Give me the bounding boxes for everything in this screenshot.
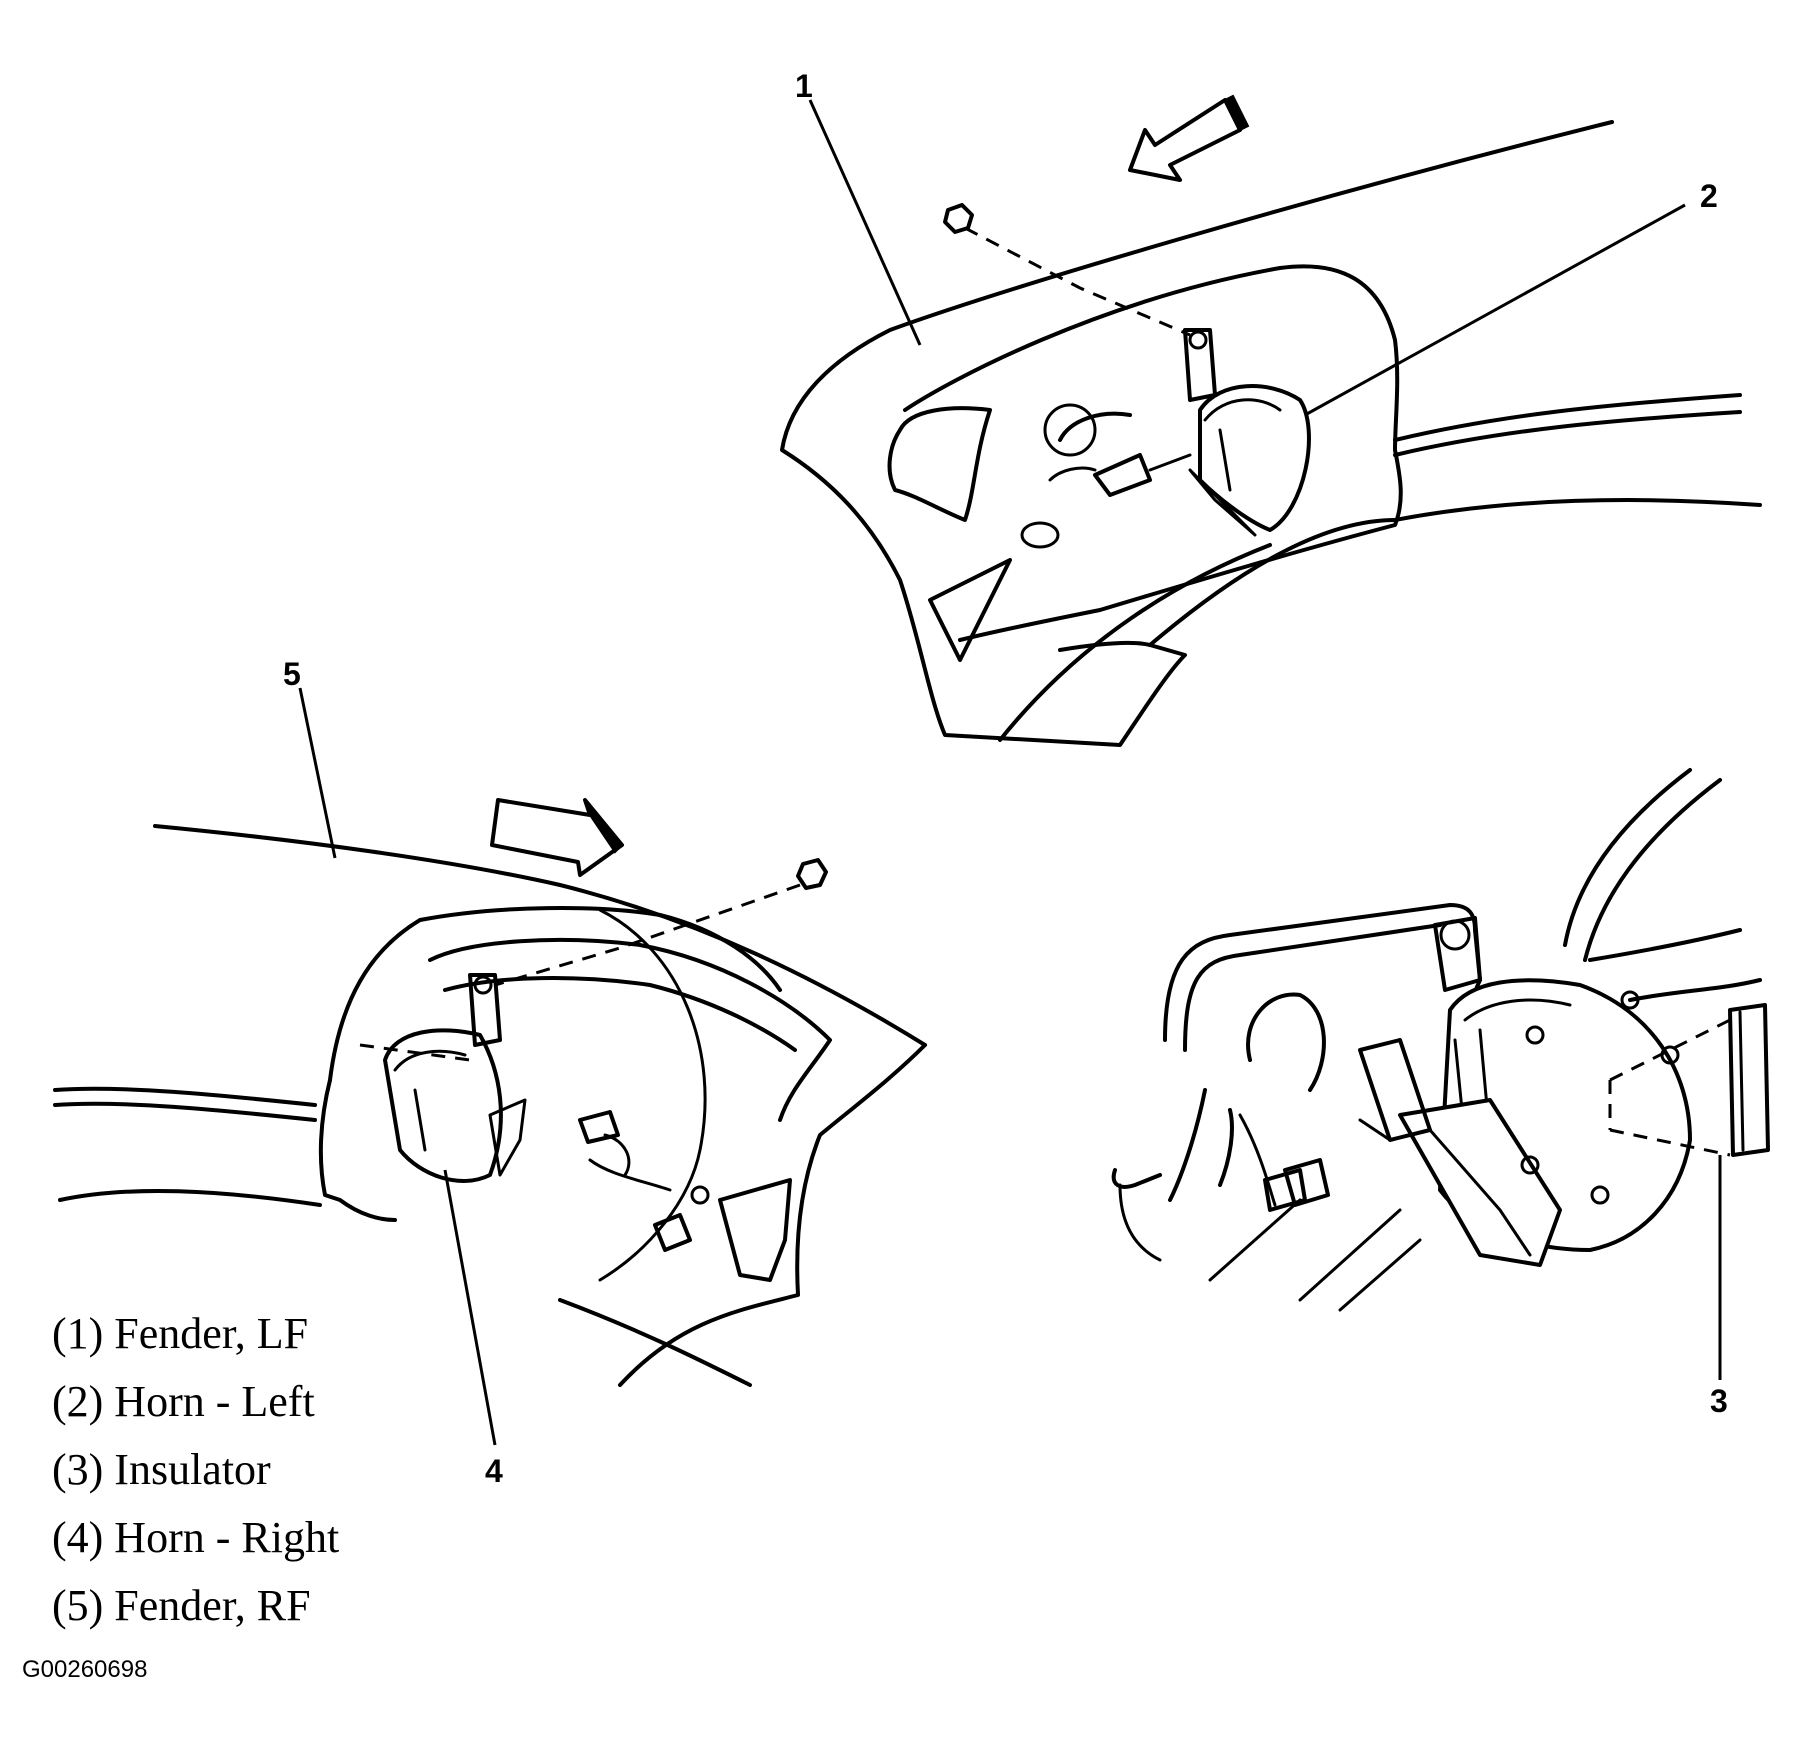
parts-legend: (1) Fender, LF (2) Horn - Left (3) Insul… bbox=[52, 1300, 339, 1640]
legend-item-2: (2) Horn - Left bbox=[52, 1377, 315, 1426]
leader-2 bbox=[1304, 203, 1686, 417]
legend-item-5: (5) Fender, RF bbox=[52, 1581, 311, 1630]
figure-id: G00260698 bbox=[22, 1656, 148, 1683]
callout-3: 3 bbox=[1710, 1383, 1728, 1419]
rf-fender-view bbox=[53, 798, 927, 1387]
legend-item-3: (3) Insulator bbox=[52, 1445, 271, 1494]
legend-item-4: (4) Horn - Right bbox=[52, 1513, 340, 1562]
lf-fender-view bbox=[780, 94, 1762, 747]
callout-5: 5 bbox=[283, 656, 301, 692]
leader-4 bbox=[443, 1169, 497, 1446]
leader-5 bbox=[298, 687, 337, 859]
callout-2: 2 bbox=[1700, 178, 1718, 214]
callout-4: 4 bbox=[485, 1453, 503, 1489]
leader-1 bbox=[808, 99, 922, 346]
callout-1: 1 bbox=[795, 68, 813, 104]
insulator-detail-view bbox=[1111, 768, 1770, 1312]
legend-item-1: (1) Fender, LF bbox=[52, 1309, 309, 1358]
